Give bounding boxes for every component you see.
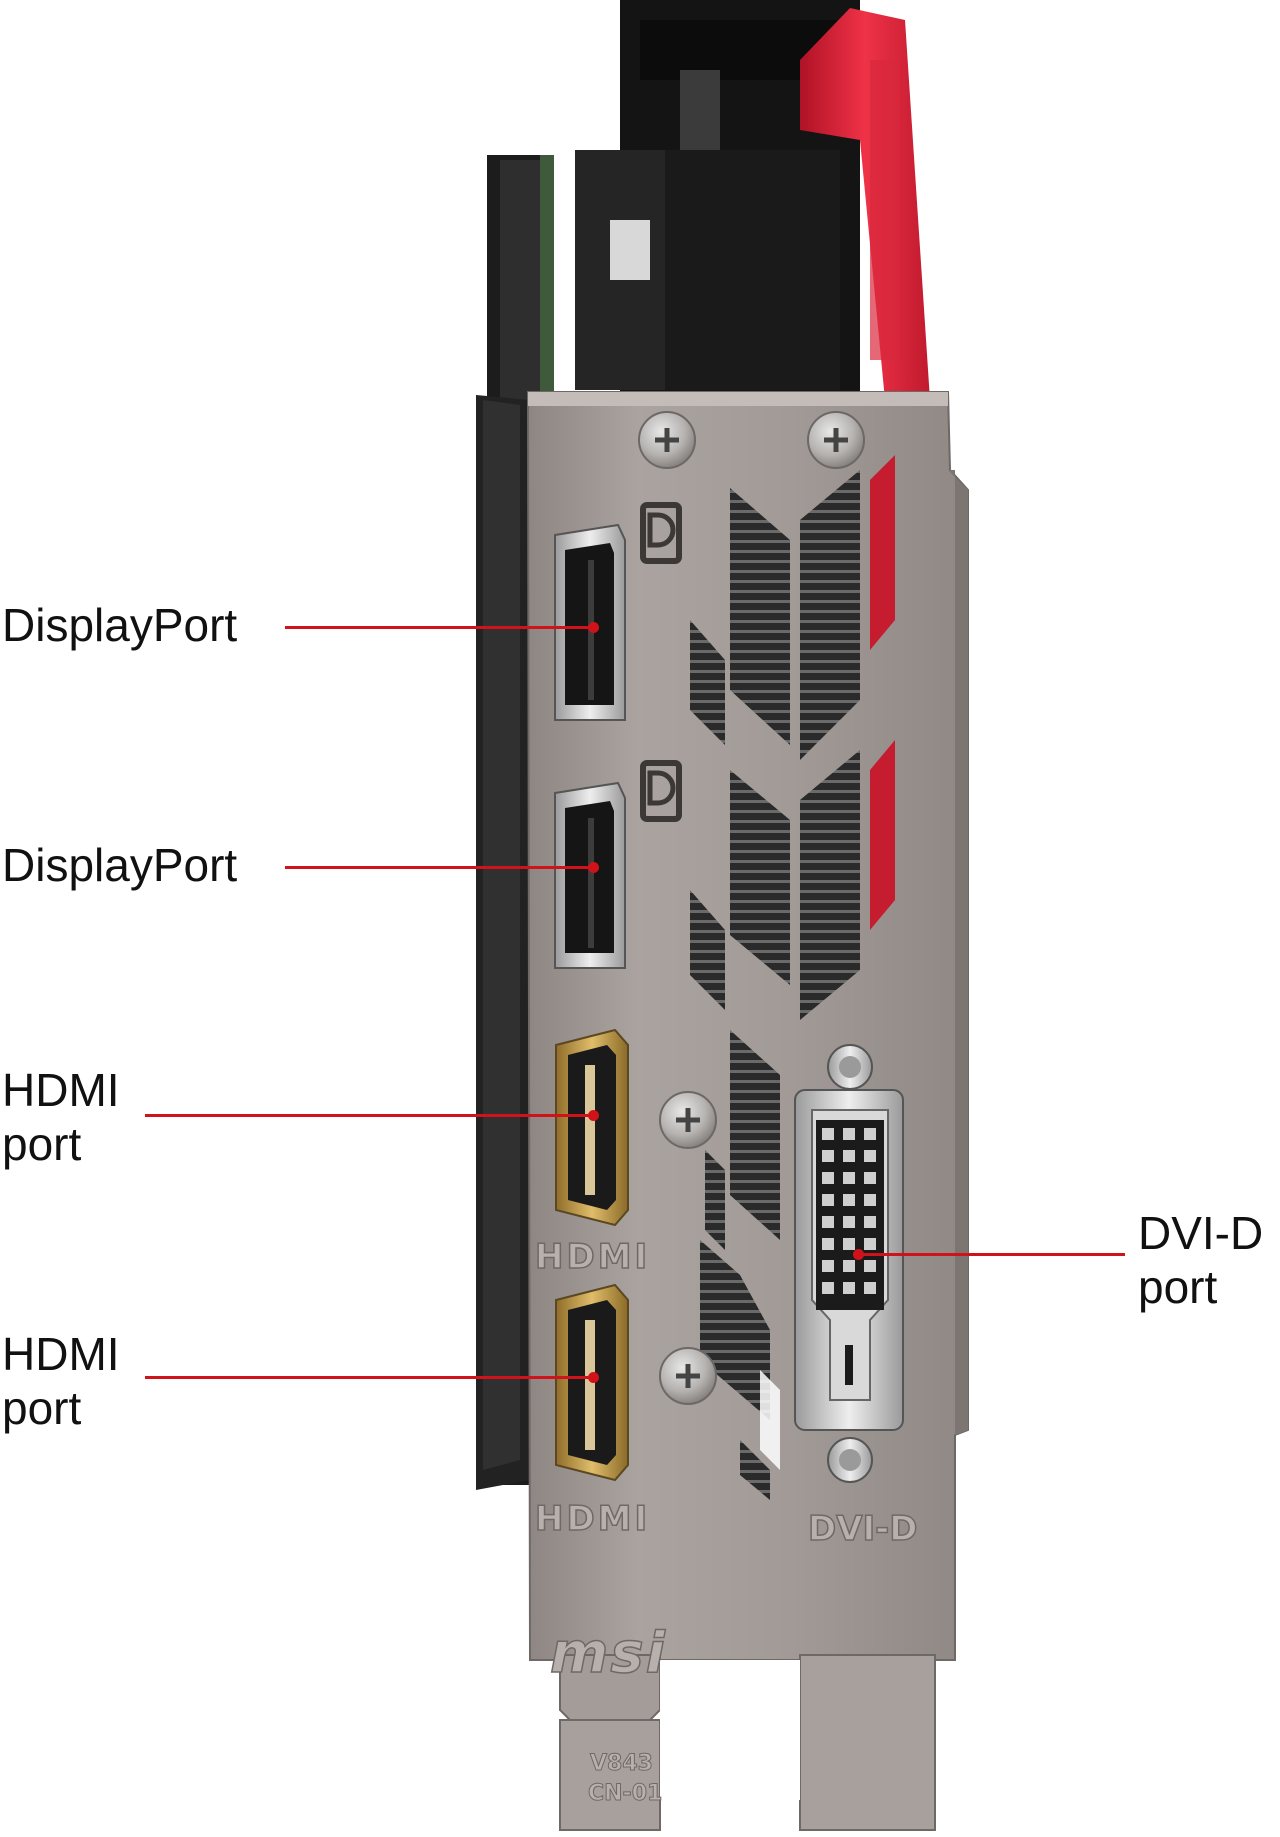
callout-dot bbox=[588, 862, 599, 873]
callout-line bbox=[285, 866, 592, 869]
bracket-markings: HDMI HDMI DVI-D msi V843 CN-01 bbox=[534, 1236, 918, 1806]
screw-top-right bbox=[807, 411, 865, 469]
backplate bbox=[476, 395, 530, 1490]
callout-label: HDMI port bbox=[2, 1328, 120, 1434]
screw-hdmi-1 bbox=[659, 1091, 717, 1149]
callout-dot bbox=[588, 622, 599, 633]
displayport-logo-2 bbox=[640, 760, 682, 822]
callout-line bbox=[858, 1253, 1125, 1256]
displayport-logo-1 bbox=[640, 502, 682, 564]
screw-top-left bbox=[638, 411, 696, 469]
callout-label: DVI-D port bbox=[1138, 1207, 1264, 1313]
callout-label: HDMI port bbox=[2, 1064, 120, 1170]
callout-dot bbox=[588, 1372, 599, 1383]
vent-grille bbox=[690, 455, 895, 1500]
hdmi-logo-1: HDMI bbox=[535, 1237, 650, 1277]
dvi-d-marking: DVI-D bbox=[808, 1509, 918, 1549]
callout-dot bbox=[853, 1249, 864, 1260]
dvi-d-connector bbox=[794, 1044, 904, 1483]
hdmi-connector-1 bbox=[555, 1028, 629, 1227]
hdmi-logo-2: HDMI bbox=[535, 1499, 650, 1539]
displayport-connector-2 bbox=[554, 781, 626, 969]
callout-label: DisplayPort bbox=[2, 839, 238, 891]
tab-code-line-1: V843 bbox=[590, 1751, 653, 1776]
callout-line bbox=[145, 1114, 592, 1117]
callout-line bbox=[285, 626, 592, 629]
callout-dot bbox=[588, 1110, 599, 1121]
tab-code-line-2: CN-01 bbox=[588, 1781, 662, 1806]
screw-hdmi-2 bbox=[659, 1347, 717, 1405]
callout-line bbox=[145, 1376, 592, 1379]
msi-logo: msi bbox=[550, 1621, 667, 1686]
callout-label: DisplayPort bbox=[2, 599, 238, 651]
